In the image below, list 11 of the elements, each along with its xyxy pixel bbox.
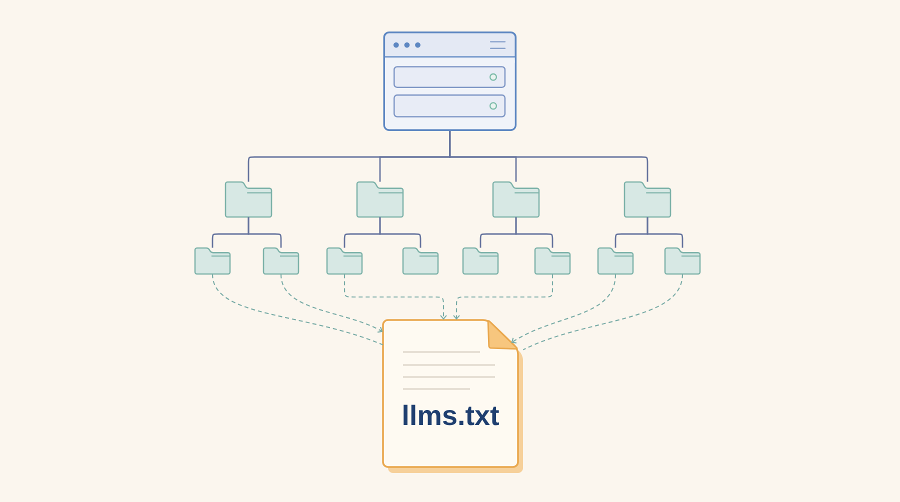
folder-icon [492, 181, 540, 218]
folder-icon [624, 181, 672, 218]
folder-icon [224, 181, 272, 218]
dashed-arrow [453, 274, 554, 320]
folder-icon [356, 181, 404, 218]
connector-line [449, 130, 648, 182]
dashed-line [522, 274, 684, 350]
dashed-arrow [280, 274, 383, 333]
dashed-arrow [511, 274, 616, 344]
dashed-line [212, 274, 383, 346]
dashed-arrow [344, 274, 447, 320]
